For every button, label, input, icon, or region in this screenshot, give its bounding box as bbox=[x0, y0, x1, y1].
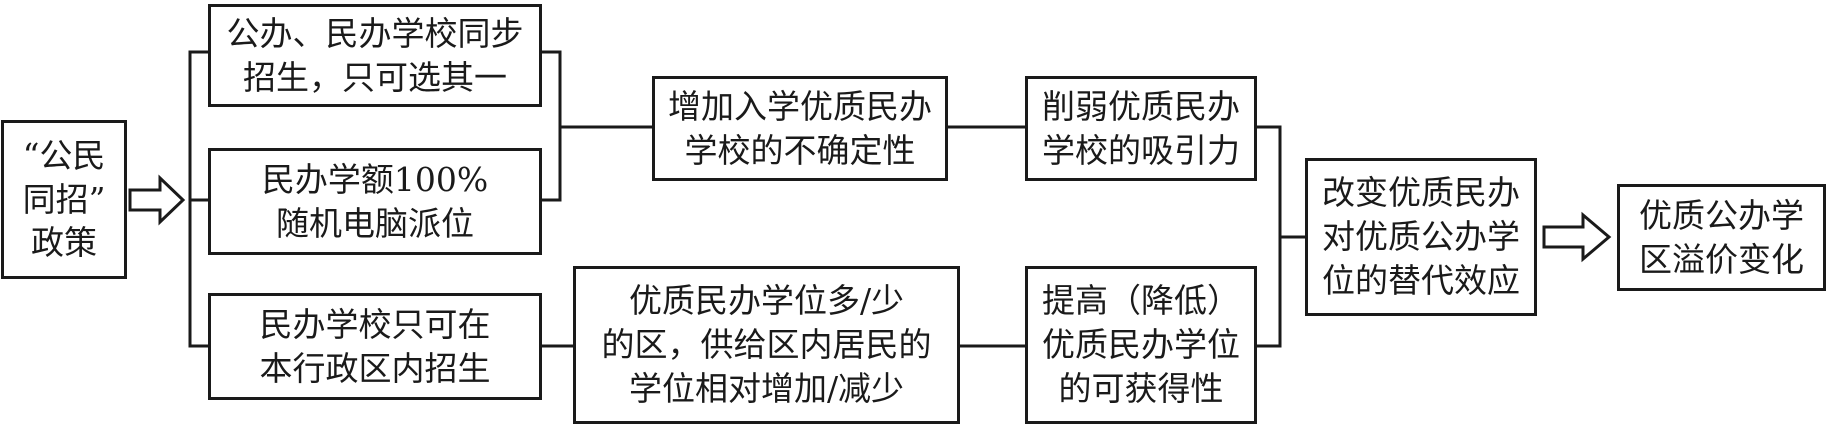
node-text-line: 削弱优质民办 bbox=[1042, 86, 1240, 126]
node-supply: 优质民办学位多/少的区，供给区内居民的学位相对增加/减少 bbox=[573, 266, 960, 424]
node-text-line: 提高（降低） bbox=[1042, 281, 1240, 321]
node-text-line: 优质民办学位 bbox=[1042, 325, 1240, 365]
node-text-line: 的可获得性 bbox=[1058, 368, 1224, 408]
node-text-line: 民办学额100% bbox=[261, 159, 489, 199]
node-text-line: 优质民办学位多/少 bbox=[628, 281, 905, 321]
node-text-line: 同招” bbox=[22, 179, 106, 219]
node-text-line: 的区，供给区内居民的 bbox=[601, 325, 932, 365]
node-text-line: 本行政区内招生 bbox=[259, 348, 491, 388]
connector-policy-branches bbox=[188, 50, 208, 348]
node-text-line: 区溢价变化 bbox=[1639, 239, 1804, 279]
node-text-line: 学位相对增加/减少 bbox=[628, 368, 905, 408]
connector-merge-substitution bbox=[1257, 125, 1305, 348]
node-text-line: 优质公办学 bbox=[1639, 195, 1804, 235]
node-text-line: 学校的吸引力 bbox=[1042, 130, 1240, 170]
node-text-line: “公民 bbox=[22, 135, 106, 175]
node-text-line: 位的替代效应 bbox=[1322, 260, 1520, 300]
arrow-policy-to-branches-icon bbox=[128, 174, 186, 226]
node-text-line: 公办、民办学校同步 bbox=[226, 13, 524, 53]
node-text-line: 学校的不确定性 bbox=[684, 130, 916, 170]
node-attraction: 削弱优质民办学校的吸引力 bbox=[1025, 76, 1257, 181]
node-text-line: 民办学校只可在 bbox=[259, 304, 491, 344]
node-policy: “公民同招”政策 bbox=[1, 120, 127, 279]
node-random-allocation: 民办学额100%随机电脑派位 bbox=[208, 148, 542, 255]
node-text-line: 随机电脑派位 bbox=[276, 203, 474, 243]
node-text-line: 增加入学优质民办 bbox=[668, 86, 932, 126]
node-premium: 优质公办学区溢价变化 bbox=[1617, 184, 1826, 291]
node-sync-enrollment: 公办、民办学校同步招生，只可选其一 bbox=[208, 4, 542, 107]
node-text-line: 对优质公办学 bbox=[1322, 217, 1520, 257]
connector-merge-uncertainty bbox=[542, 50, 652, 202]
node-text-line: 政策 bbox=[31, 223, 97, 263]
node-substitution: 改变优质民办对优质公办学位的替代效应 bbox=[1305, 158, 1537, 316]
arrow-substitution-to-premium-icon bbox=[1542, 211, 1612, 263]
node-text-line: 招生，只可选其一 bbox=[243, 57, 507, 97]
node-district-enrollment: 民办学校只可在本行政区内招生 bbox=[208, 293, 542, 400]
node-uncertainty: 增加入学优质民办学校的不确定性 bbox=[652, 76, 948, 181]
node-text-line: 改变优质民办 bbox=[1322, 173, 1520, 213]
node-availability: 提高（降低）优质民办学位的可获得性 bbox=[1025, 266, 1257, 424]
